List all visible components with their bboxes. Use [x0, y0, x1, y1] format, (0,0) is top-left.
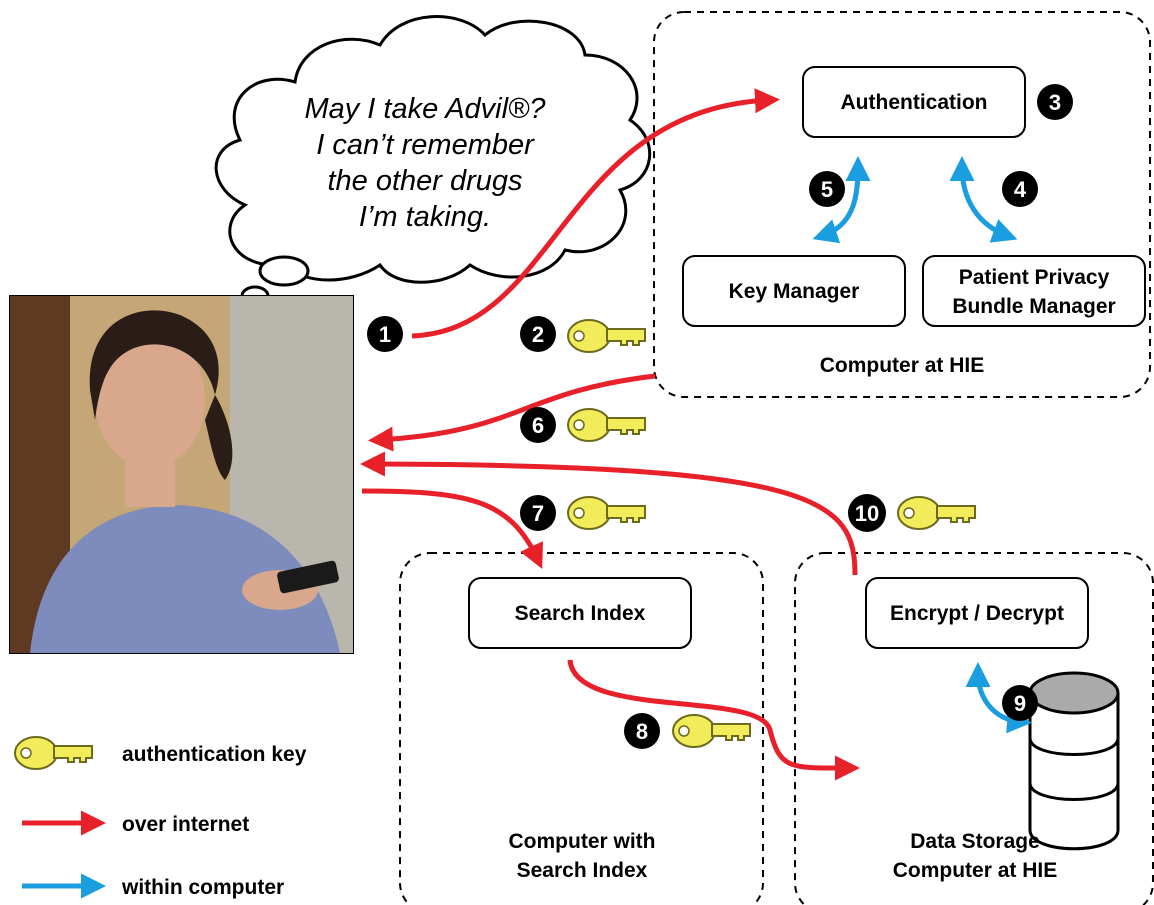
- step-badge-5: 5: [809, 171, 845, 207]
- step-badge-2: 2: [520, 316, 556, 352]
- patient-photo: [9, 295, 354, 654]
- svg-text:8: 8: [636, 719, 648, 744]
- svg-text:1: 1: [379, 322, 391, 347]
- key-icon-step-7: [567, 496, 646, 530]
- arrow-step-1: [411, 88, 780, 339]
- legend-internet-label: over internet: [122, 813, 249, 836]
- step-badge-7: 7: [520, 495, 556, 531]
- arrow-step-5: [812, 156, 871, 244]
- search-group-label-1: Computer with: [509, 830, 656, 853]
- step-badge-9: 9: [1002, 685, 1038, 721]
- authentication-label: Authentication: [841, 91, 988, 114]
- key-icon-step-10: [897, 496, 976, 530]
- legend: authentication key over internet within …: [14, 736, 307, 899]
- thought-line-4: I’m taking.: [359, 201, 491, 233]
- thought-line-3: the other drugs: [327, 165, 522, 197]
- search-index-box: Search Index: [468, 577, 692, 649]
- encrypt-decrypt-label: Encrypt / Decrypt: [890, 602, 1064, 625]
- key-manager-box: Key Manager: [682, 255, 906, 327]
- arrow-step-8: [567, 659, 860, 781]
- arrow-step-9: [965, 662, 1032, 734]
- key-manager-label: Key Manager: [729, 280, 860, 303]
- storage-computer-group: [794, 552, 1154, 905]
- search-group-label-2: Search Index: [517, 859, 648, 882]
- storage-group-label-1: Data Storage: [910, 830, 1040, 853]
- svg-text:2: 2: [532, 322, 544, 347]
- arrow-step-7: [361, 488, 543, 570]
- svg-text:10: 10: [855, 501, 879, 526]
- arrow-step-10: [360, 451, 858, 576]
- encrypt-decrypt-box: Encrypt / Decrypt: [865, 577, 1089, 649]
- hie-group-label: Computer at HIE: [820, 354, 985, 377]
- privacy-bundle-manager-box: Patient Privacy Bundle Manager: [922, 255, 1146, 327]
- arrow-step-6: [368, 373, 656, 452]
- search-index-label: Search Index: [515, 602, 646, 625]
- storage-group-label-2: Computer at HIE: [893, 859, 1058, 882]
- step-badge-10: 10: [848, 494, 886, 532]
- key-icon-step-8: [672, 714, 751, 748]
- svg-text:4: 4: [1014, 177, 1027, 202]
- svg-text:5: 5: [821, 177, 833, 202]
- svg-text:7: 7: [532, 501, 544, 526]
- legend-within-label: within computer: [121, 876, 284, 899]
- key-icon-step-6: [567, 408, 646, 442]
- legend-key-icon: [14, 736, 93, 770]
- authentication-box: Authentication: [802, 66, 1026, 138]
- thought-bubble: May I take Advil®? I can’t remember the …: [214, 15, 652, 320]
- key-icon-step-2: [567, 319, 646, 353]
- thought-line-1: May I take Advil®?: [304, 93, 546, 125]
- step-badge-4: 4: [1002, 171, 1038, 207]
- database-icon: [1028, 671, 1120, 851]
- svg-text:9: 9: [1014, 691, 1026, 716]
- thought-line-2: I can’t remember: [316, 129, 535, 161]
- svg-text:6: 6: [532, 413, 544, 438]
- step-badge-3: 3: [1037, 84, 1073, 120]
- step-badge-1: 1: [367, 316, 403, 352]
- step-badge-8: 8: [624, 713, 660, 749]
- privacy-label-line-1: Patient Privacy: [959, 266, 1110, 289]
- privacy-label-line-2: Bundle Manager: [952, 295, 1115, 318]
- hie-computer-group: [653, 11, 1151, 398]
- step-badge-6: 6: [520, 407, 556, 443]
- arrow-step-4: [949, 156, 1018, 243]
- legend-key-label: authentication key: [122, 743, 307, 766]
- svg-text:3: 3: [1049, 90, 1061, 115]
- search-computer-group: [399, 552, 764, 905]
